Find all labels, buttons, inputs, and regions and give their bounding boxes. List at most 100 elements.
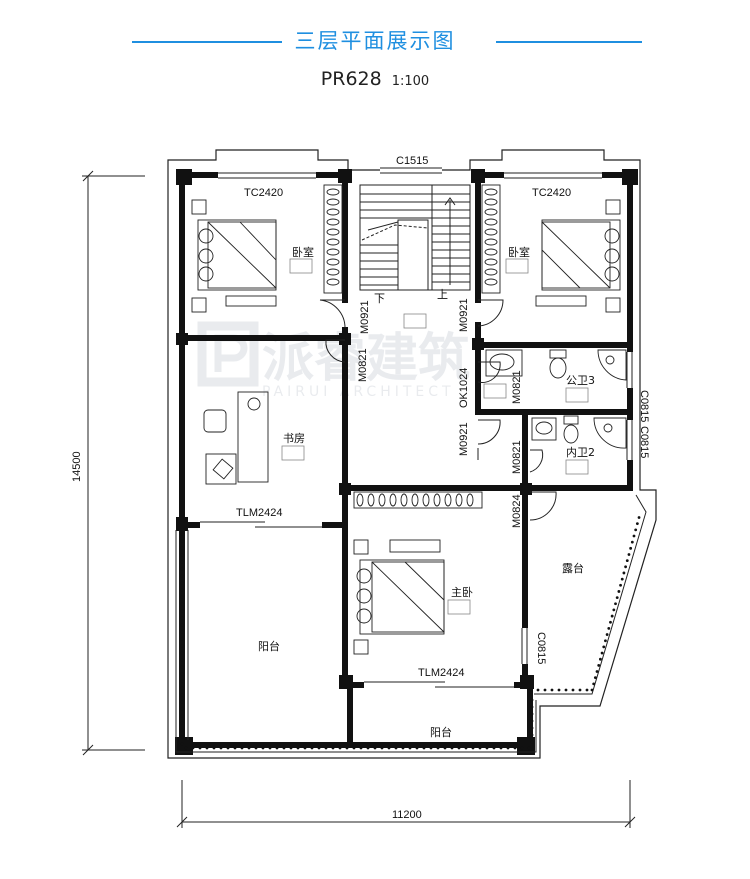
railing-dot <box>600 651 604 655</box>
railing-dot <box>593 676 597 680</box>
label-c0815-terrace: C0815 <box>535 632 547 664</box>
balcony-railings <box>175 494 647 753</box>
walls <box>179 172 633 748</box>
railing-dot <box>180 602 184 606</box>
railing-dot <box>527 746 531 750</box>
railing-dot <box>604 639 607 643</box>
railing-dot <box>457 746 461 750</box>
railing-dot <box>180 637 184 641</box>
railing-dot <box>609 620 612 624</box>
plan-scale: 1:100 <box>391 74 430 89</box>
columns <box>175 169 638 755</box>
room-balcony-bottom: 阳台 <box>430 725 452 739</box>
railing-dot <box>632 534 636 538</box>
dimension-width: 11200 <box>392 809 422 821</box>
page-title: 三层平面展示图 <box>294 29 456 53</box>
railing-dot <box>180 665 184 669</box>
railing-dot <box>247 746 251 750</box>
railing-dot <box>520 746 524 750</box>
railing-dot <box>602 645 606 649</box>
railing-dot <box>610 614 614 618</box>
railing-dot <box>635 522 639 526</box>
railing-dot <box>422 746 426 750</box>
railing-dot <box>226 746 230 750</box>
railing-dot <box>359 746 363 750</box>
railing-dot <box>303 746 307 750</box>
railing-dot <box>557 688 561 692</box>
railing-dot <box>506 746 510 750</box>
railing-dot <box>429 746 433 750</box>
railing-dot <box>180 574 184 578</box>
label-tc2420-left: TC2420 <box>244 187 283 199</box>
railing-dot <box>485 746 489 750</box>
railing-dot <box>564 688 568 692</box>
room-inner-bath: 内卫2 <box>566 445 595 459</box>
railing-dot <box>599 657 602 661</box>
railing-dot <box>180 707 184 711</box>
railing-dot <box>180 728 184 732</box>
railing-dot <box>180 658 184 662</box>
staircase <box>359 184 471 291</box>
room-public-bath: 公卫3 <box>566 374 595 387</box>
dimension-vertical <box>82 170 145 756</box>
study-desk <box>203 391 269 485</box>
railing-dot <box>615 596 619 599</box>
railing-dot <box>530 740 534 744</box>
railing-dot <box>212 746 216 750</box>
room-labels: 卧室 卧室 书房 主卧 公卫3 内卫2 露台 阳台 阳台 下 上 <box>258 245 595 739</box>
railing-dot <box>180 644 184 648</box>
railing-dot <box>180 609 184 613</box>
railing-dot <box>387 746 391 750</box>
railing-dot <box>254 746 258 750</box>
railing-dot <box>630 540 634 544</box>
bath-fixtures <box>485 349 627 449</box>
dimension-horizontal <box>176 780 636 828</box>
area-boxes <box>281 258 589 615</box>
railing-dot <box>478 746 482 750</box>
railing-dot <box>607 627 611 630</box>
railing-dot <box>310 746 314 750</box>
bed-right <box>535 199 621 313</box>
railing-dot <box>634 528 638 532</box>
railing-dot <box>180 616 184 620</box>
opening-labels: C1515 TC2420 TC2420 TLM2424 TLM2424 M092… <box>236 155 650 679</box>
railing-dot <box>180 588 184 592</box>
label-m0821-inner: M0821 <box>511 440 523 474</box>
railing-dot <box>366 746 370 750</box>
label-tc2420-right: TC2420 <box>532 187 571 199</box>
railing-dot <box>198 746 202 750</box>
railing-dot <box>464 746 468 750</box>
sliding-doors <box>200 520 514 690</box>
railing-dot <box>530 698 534 702</box>
title-rule-right <box>496 41 642 43</box>
railing-dot <box>233 746 237 750</box>
room-study: 书房 <box>283 432 305 445</box>
railing-dot <box>637 516 641 519</box>
railing-dot <box>578 688 582 692</box>
railing-dot <box>380 746 384 750</box>
railing-dot <box>536 688 540 692</box>
label-m0921-left: M0921 <box>359 300 371 334</box>
railing-dot <box>261 746 265 750</box>
railing-dot <box>296 746 300 750</box>
railing-dot <box>530 719 534 723</box>
railing-dot <box>471 746 475 750</box>
railing-dot <box>180 735 184 739</box>
room-bedroom-left: 卧室 <box>292 245 314 259</box>
railing-dot <box>275 746 279 750</box>
railing-dot <box>219 746 223 750</box>
railing-dot <box>436 746 440 750</box>
railing-dot <box>180 595 184 599</box>
room-master-bedroom: 主卧 <box>451 586 473 599</box>
railing-dot <box>240 746 244 750</box>
railing-dot <box>205 746 209 750</box>
railing-dot <box>450 746 454 750</box>
railing-dot <box>619 583 622 587</box>
railing-dot <box>180 700 184 704</box>
railing-dot <box>180 651 184 655</box>
label-m0921-right: M0921 <box>458 298 470 332</box>
railing-dot <box>401 746 405 750</box>
railing-dot <box>499 746 503 750</box>
